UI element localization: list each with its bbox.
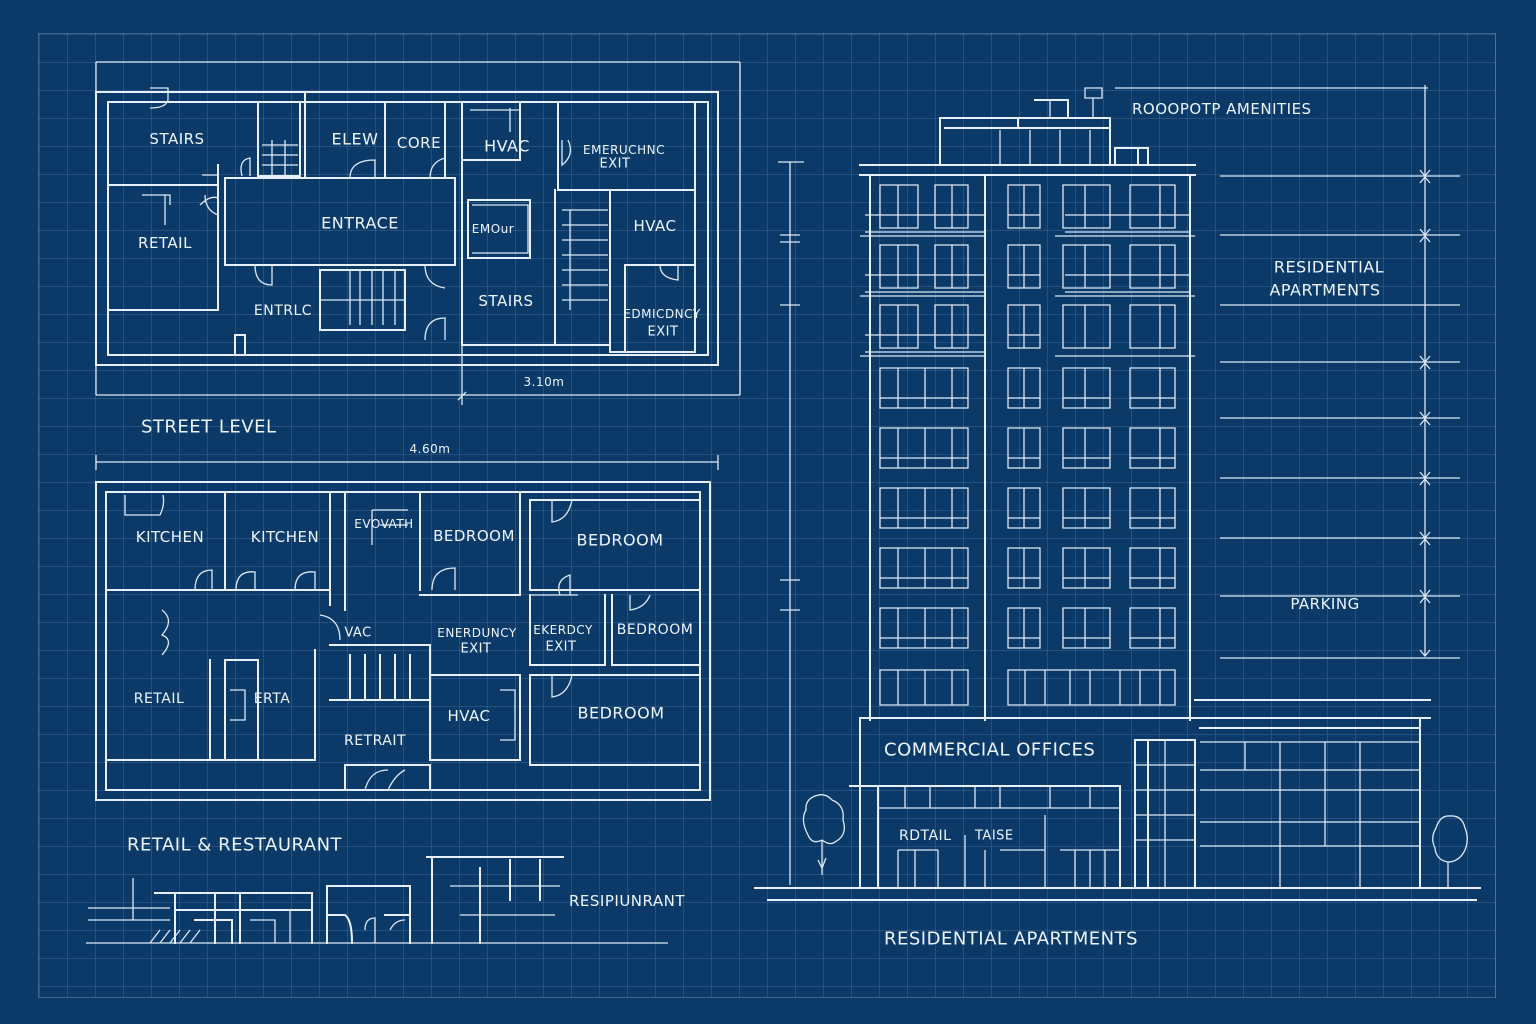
dimension-label: 4.60m — [409, 442, 451, 456]
label-retail-sign-2: TAISE — [975, 828, 1014, 844]
room-label-emergency-exit-line2: EXIT — [599, 156, 631, 172]
elevation-title: RESIDENTIAL APARTMENTS — [884, 928, 1138, 950]
room-label-hvac: HVAC — [447, 707, 491, 725]
room-label-emergency-exit-2: EDMICDNCY — [623, 307, 701, 321]
label-rooftop-amenities: ROOOPOTP AMENITIES — [1132, 100, 1312, 118]
label-residential: RESIDENTIAL — [1273, 257, 1385, 277]
room-label-elevator: ELEW — [331, 129, 379, 149]
room-label-hvac-2: HVAC — [633, 217, 677, 235]
tree-icon — [1432, 815, 1468, 888]
room-label-stairs-2: STAIRS — [478, 292, 534, 310]
upper-floor-plan — [95, 455, 719, 801]
room-label-bedroom-2: BEDROOM — [576, 530, 664, 550]
room-label-vac: VAC — [344, 625, 372, 641]
label-apartments: APARTMENTS — [1269, 280, 1381, 300]
street-elevation-sketch — [86, 856, 668, 945]
room-label-stairs: STAIRS — [149, 130, 205, 148]
label-commercial-offices: COMMERCIAL OFFICES — [884, 739, 1096, 761]
room-label-bedroom-4: BEDROOM — [577, 703, 665, 723]
street-level-plan — [95, 61, 741, 405]
building-elevation — [754, 85, 1481, 901]
room-label-evovath: EVOVATH — [354, 517, 414, 531]
room-label-emergency-exit-2-line2: EXIT — [647, 324, 679, 340]
room-label-emergency-exit-2-line2: EXIT — [545, 639, 577, 655]
room-label-emergency-exit: ENERDUNCY — [437, 626, 517, 640]
room-label-hvac: HVAC — [484, 136, 530, 156]
room-label-erta: ERTA — [253, 691, 291, 707]
plan-title-street-level: STREET LEVEL — [141, 416, 277, 438]
tree-icon — [802, 794, 846, 875]
room-label-entrance: ENTRACE — [321, 213, 399, 233]
room-label-bedroom: BEDROOM — [433, 527, 515, 545]
sign-label-restaurant: RESIPIUNRANT — [569, 892, 685, 910]
room-label-emergency-exit: EMERUCHNC — [583, 143, 665, 157]
room-label-emour: EMOur — [471, 222, 515, 236]
label-parking: PARKING — [1290, 595, 1360, 613]
room-label-bedroom-3: BEDROOM — [616, 622, 694, 638]
room-label-core: CORE — [396, 134, 442, 152]
plan-title-retail-restaurant: RETAIL & RESTAURANT — [127, 834, 343, 856]
room-label-retail: RETAIL — [133, 691, 185, 707]
room-label-entrance-2: ENTRLC — [253, 303, 313, 319]
room-label-kitchen: KITCHEN — [135, 528, 205, 546]
room-label-emergency-exit-line2: EXIT — [460, 641, 492, 657]
dimension-label: 3.10m — [523, 375, 565, 389]
blueprint-grid — [38, 33, 1496, 998]
label-retail-sign: RDTAIL — [899, 828, 952, 844]
room-label-kitchen-2: KITCHEN — [250, 528, 320, 546]
room-label-emergency-exit-2: EKERDCY — [533, 623, 593, 637]
tower-windows — [865, 184, 1190, 706]
room-label-retrait: RETRAIT — [343, 733, 407, 749]
room-label-retail: RETAIL — [138, 234, 192, 252]
